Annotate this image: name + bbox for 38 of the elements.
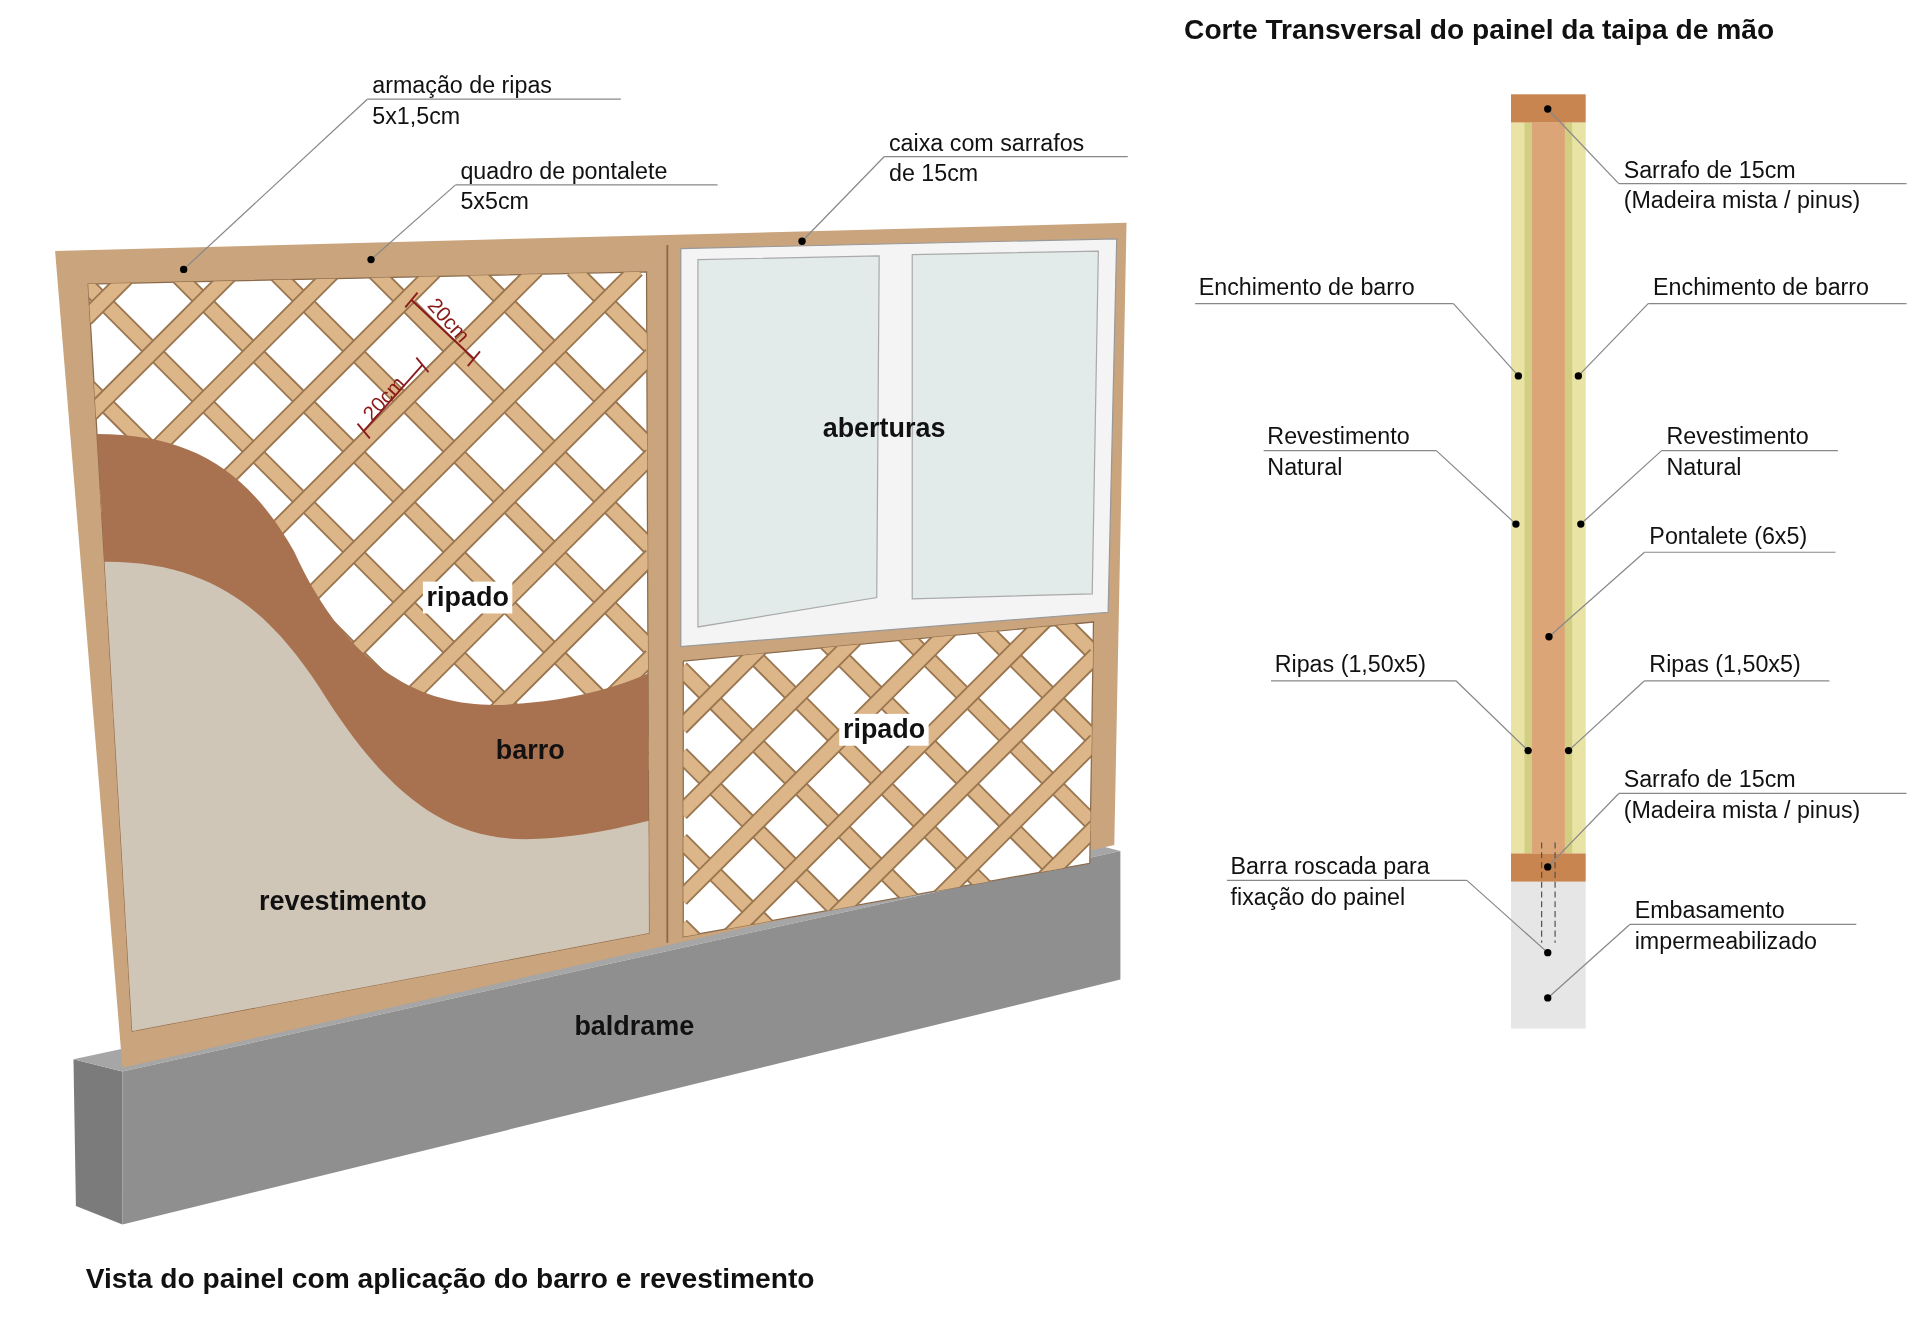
part-label: revestimento (259, 885, 427, 918)
callout-label: quadro de pontalete 5x5cm (459, 156, 669, 217)
leader-line (1544, 792, 1620, 871)
leader-line (1452, 303, 1523, 380)
callout-label: Enchimento de barro (1197, 273, 1416, 302)
callout-label: caixa com sarrafos de 15cm (887, 128, 1086, 189)
leader-line (1564, 680, 1646, 755)
leader-line (1544, 923, 1631, 1002)
leader-line (1577, 450, 1663, 528)
leader-line (180, 98, 368, 274)
leader-line (367, 184, 457, 264)
part-label: baldrame (574, 1010, 695, 1043)
leader-line (1574, 303, 1649, 380)
part-label: ripado (839, 713, 929, 746)
callout-label: Ripas (1,50x5) (1648, 650, 1802, 680)
section-drawing (1511, 94, 1586, 1029)
part-label: ripado (422, 581, 513, 614)
part-label: barro (495, 734, 565, 767)
callout-label: Pontalete (6x5) (1648, 521, 1809, 551)
leader-line (1545, 551, 1646, 641)
callout-label: Embasamento impermeabilizado (1633, 896, 1818, 956)
leader-line (1455, 680, 1532, 755)
callout-label: Revestimento Natural (1266, 422, 1411, 482)
wall-drawing (55, 222, 1127, 1068)
callout-label: Barra roscada para fixação do painel (1229, 852, 1431, 912)
view-caption: Vista do painel com aplicação do barro e revestimento (85, 1262, 815, 1296)
section-title: Corte Transversal do painel da taipa de mão (1184, 13, 1775, 47)
leader-line (1466, 879, 1552, 957)
leader-line (1544, 105, 1620, 185)
callout-label: Revestimento Natural (1665, 422, 1810, 482)
leader-line (798, 156, 885, 245)
callout-label: Ripas (1,50x5) (1273, 650, 1427, 680)
part-label: aberturas (822, 412, 946, 445)
callout-label: Sarrafo de 15cm (Madeira mista / pinus) (1622, 155, 1862, 216)
callout-label: Enchimento de barro (1652, 273, 1871, 302)
leader-line (1435, 450, 1520, 528)
callout-label: Sarrafo de 15cm (Madeira mista / pinus) (1622, 765, 1862, 825)
callout-label: armação de ripas 5x1,5cm (371, 71, 553, 131)
